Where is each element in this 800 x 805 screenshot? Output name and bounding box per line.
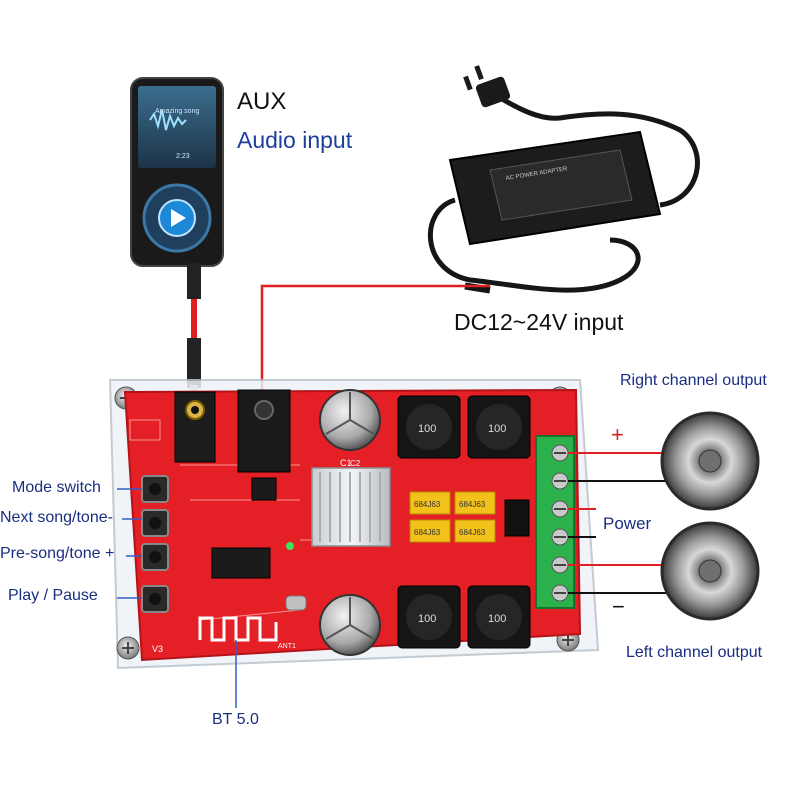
aux-label: AUX [237,88,287,115]
player-screen [138,86,216,168]
film-capacitors: 684J63 684J63 684J63 684J63 [409,491,530,543]
film-cap-code: 684J63 [459,528,486,537]
aux-plug-bottom [187,338,201,388]
next-song-label: Next song/tone- [0,509,113,526]
power-label: Power [603,514,652,533]
aux-plug-top [187,263,201,299]
crystal [285,595,307,611]
antenna-label: ANT1 [278,643,296,650]
minus-label: − [612,594,625,619]
play-pause-label: Play / Pause [8,587,98,604]
plus-label: + [611,422,624,447]
inductor-code: 100 [418,423,436,435]
speaker-right [660,411,760,511]
power-adapter: AC POWER ADAPTER [427,65,700,294]
led-icon [286,542,294,550]
pointer-lines [117,488,237,708]
capacitor-bottom [319,594,381,656]
inductor-code: 100 [418,613,436,625]
player-screen-text: Amazing song [155,108,199,115]
film-cap-code: 684J63 [414,500,441,509]
tact-buttons [141,475,169,613]
pre-song-label: Pre-song/tone + [0,545,115,562]
waveform-icon [149,109,187,131]
plug-icon [463,65,511,108]
audio-input-label: Audio input [237,127,353,153]
inductors: 100 100 100 100 [397,395,531,649]
left-channel-label: Left channel output [626,644,763,661]
inductor-code: 100 [488,613,506,625]
film-cap-code: 684J63 [414,528,441,537]
adapter-sticker [489,149,633,221]
capacitor-top: C1 [319,389,381,468]
heatsink-label: C2 [350,459,361,468]
heatsink: C2 [311,459,391,547]
bt-label: BT 5.0 [212,711,259,728]
board-version: V3 [152,644,163,654]
inductor-code: 100 [488,423,506,435]
player-time-text: 2:23 [176,153,190,160]
play-triangle-icon [171,209,186,227]
terminal-block [535,435,575,609]
right-channel-label: Right channel output [620,372,767,389]
dc-wire [260,284,490,392]
bt-antenna-icon [198,616,278,642]
capacitor-label: C1 [340,458,352,468]
mode-switch-label: Mode switch [12,479,101,496]
ic-chip [211,547,271,579]
speaker-left [660,521,760,621]
dc-input-label: DC12~24V input [454,309,624,335]
film-cap-code: 684J63 [459,500,486,509]
mp3-player: Amazing song 2:23 [130,77,224,397]
